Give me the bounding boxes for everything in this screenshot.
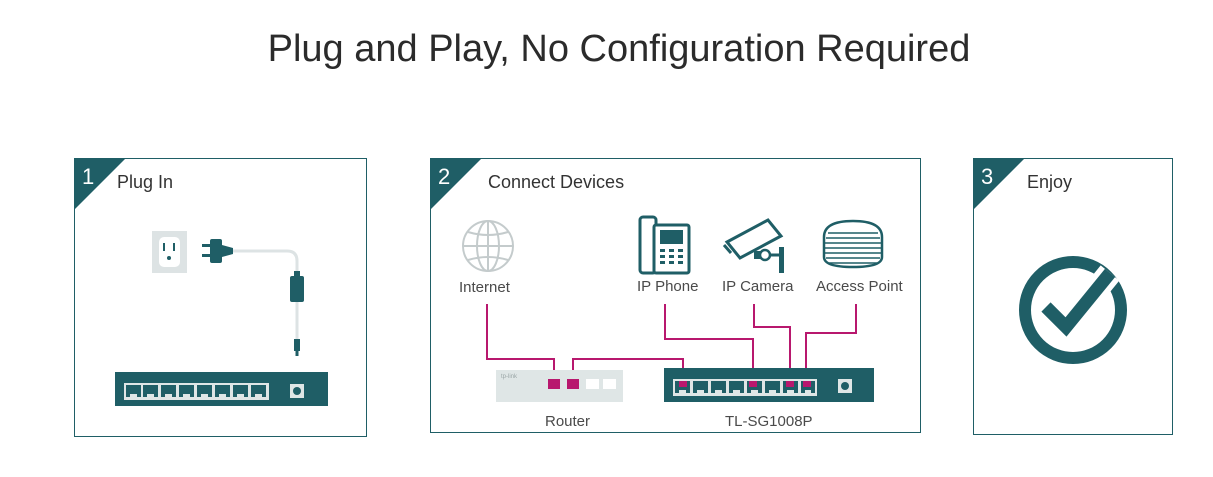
switch-label: TL-SG1008P bbox=[725, 413, 813, 430]
power-cable bbox=[233, 249, 299, 274]
switch-device-icon bbox=[664, 368, 874, 402]
ip-camera-label: IP Camera bbox=[722, 278, 794, 295]
step-2-corner bbox=[431, 159, 481, 209]
step-2-illustration: 2 Internet IP Phone bbox=[431, 159, 904, 430]
step-1-label: Plug In bbox=[117, 172, 174, 192]
router-label: Router bbox=[545, 413, 590, 430]
router-brand-text: tp-link bbox=[501, 374, 518, 380]
step-3-illustration: 3 bbox=[974, 159, 1127, 364]
step-3-panel: 3 Enjoy bbox=[973, 158, 1173, 435]
router-device-icon: tp-link bbox=[496, 370, 623, 402]
access-point-label: Access Point bbox=[816, 278, 904, 295]
ip-phone-icon bbox=[638, 215, 691, 275]
ip-phone-label: IP Phone bbox=[637, 278, 698, 295]
connection-lines bbox=[486, 304, 857, 380]
page-title: Plug and Play, No Configuration Required bbox=[267, 28, 971, 70]
step-2-panel: 2 Internet IP Phone bbox=[430, 158, 921, 433]
internet-label: Internet bbox=[459, 279, 511, 296]
step-2-label: Connect Devices bbox=[488, 172, 625, 192]
power-adapter-icon bbox=[290, 271, 304, 356]
wall-outlet-icon bbox=[152, 231, 187, 273]
step-3-corner bbox=[974, 159, 1024, 209]
step-1-corner bbox=[75, 159, 125, 209]
step-1-number: 1 bbox=[82, 164, 94, 189]
globe-icon bbox=[462, 220, 514, 272]
step-3-label: Enjoy bbox=[1027, 172, 1073, 192]
step-3-number: 3 bbox=[981, 164, 993, 189]
step-2-number: 2 bbox=[438, 164, 450, 189]
step-1-panel: 1 bbox=[74, 158, 367, 437]
power-plug-icon bbox=[202, 239, 233, 263]
checkmark-icon bbox=[1019, 256, 1127, 364]
switch-device-icon bbox=[115, 372, 328, 406]
access-point-icon bbox=[822, 219, 884, 269]
step-1-illustration: 1 bbox=[75, 159, 328, 406]
ip-camera-icon bbox=[722, 218, 784, 273]
